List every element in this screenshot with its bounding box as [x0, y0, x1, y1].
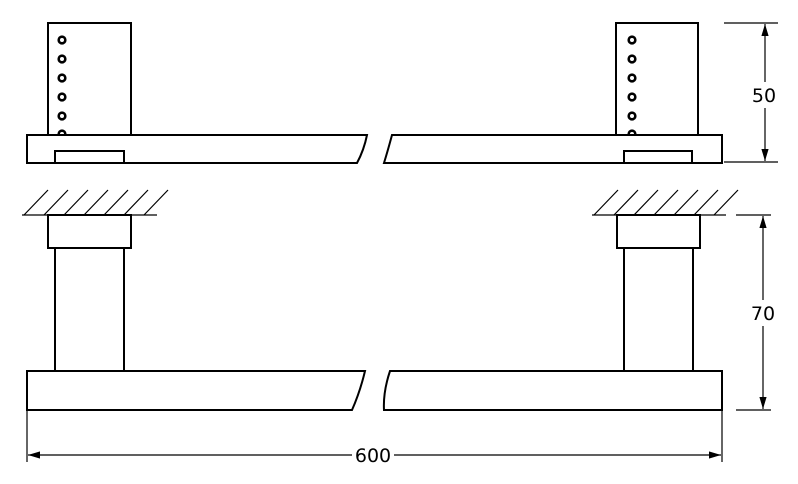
screw-hole-icon — [57, 92, 67, 102]
hatch-line — [673, 189, 699, 216]
hatch-line — [613, 189, 639, 216]
bar-left-section — [26, 370, 367, 411]
left-mount — [47, 214, 132, 249]
left-screw-holes — [57, 35, 67, 139]
hatch-line — [593, 189, 619, 216]
left-slot — [54, 150, 125, 164]
screw-hole-icon — [627, 54, 637, 64]
left-post — [54, 247, 125, 372]
screw-hole-icon — [627, 35, 637, 45]
screw-hole-icon — [57, 35, 67, 45]
side-view — [22, 189, 739, 411]
label-background — [352, 442, 394, 466]
top-view — [26, 22, 723, 164]
bar-right-section — [382, 370, 723, 411]
dimension-50-label: 50 — [752, 85, 776, 107]
hatch-line — [23, 189, 49, 216]
hatch-line — [123, 189, 149, 216]
screw-hole-icon — [57, 111, 67, 121]
screw-hole-icon — [627, 111, 637, 121]
label-background — [748, 82, 780, 108]
screw-hole-icon — [627, 73, 637, 83]
screw-hole-icon — [627, 92, 637, 102]
right-post — [623, 247, 694, 372]
hatch-line — [43, 189, 69, 216]
right-wall-hatch — [593, 189, 739, 216]
hatch-line — [693, 189, 719, 216]
hatch-line — [143, 189, 169, 216]
dimension-70-label: 70 — [751, 303, 775, 325]
hatch-line — [713, 189, 739, 216]
dimension-50: 50 — [724, 22, 780, 163]
right-slot — [623, 150, 693, 164]
dimension-70: 70 — [736, 214, 779, 411]
left-wall-hatch — [23, 189, 169, 216]
hatch-line — [633, 189, 659, 216]
right-screw-holes — [627, 35, 637, 139]
screw-hole-icon — [57, 54, 67, 64]
hatch-line — [653, 189, 679, 216]
screw-hole-icon — [57, 73, 67, 83]
dimension-600: 600 — [26, 410, 723, 467]
hatch-line — [63, 189, 89, 216]
dimension-600-label: 600 — [355, 445, 391, 467]
hatch-line — [83, 189, 109, 216]
right-mount — [616, 214, 701, 249]
hatch-line — [103, 189, 129, 216]
label-background — [747, 300, 779, 326]
